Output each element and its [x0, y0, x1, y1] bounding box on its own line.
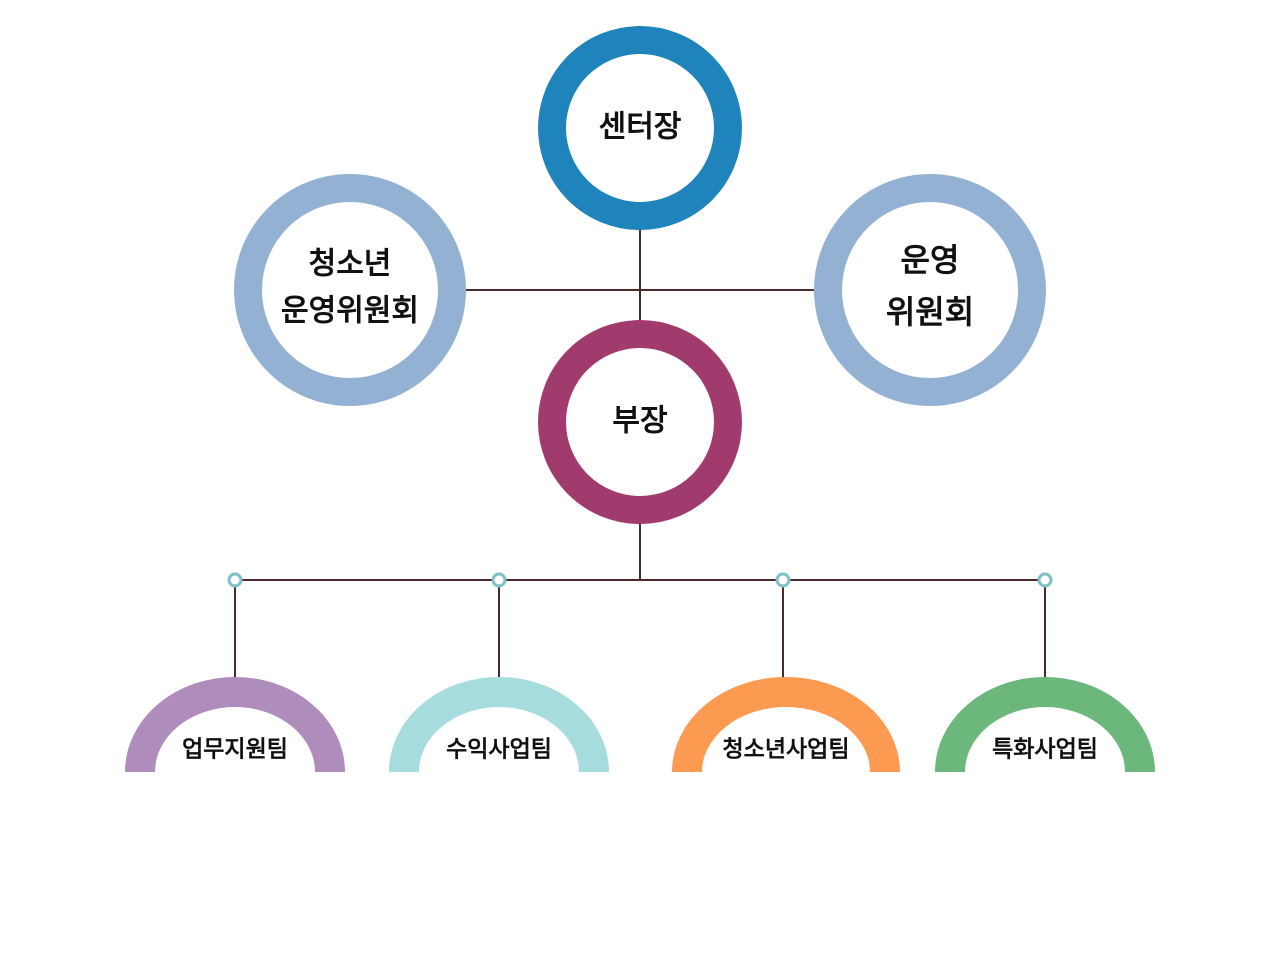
node-ops-committee: 운영 위원회 [814, 174, 1046, 406]
connector-lines [234, 230, 1046, 680]
team-youth-arch [672, 677, 900, 773]
team-admin: 업무지원팀 [125, 677, 345, 773]
ops-committee-label-line1: 운영 [901, 241, 960, 279]
team-youth-label: 청소년사업팀 [723, 737, 850, 763]
connector-dots [227, 572, 1053, 588]
connector-dot [227, 572, 243, 588]
team-youth: 청소년사업팀 [672, 677, 900, 773]
ops-committee-label-line2: 위원회 [886, 293, 974, 331]
node-deputy: 부장 [538, 320, 742, 524]
connector-dot [1037, 572, 1053, 588]
team-profit: 수익사업팀 [389, 677, 609, 773]
connector-dot [775, 572, 791, 588]
deputy-label: 부장 [612, 404, 668, 439]
deputy-ring [538, 320, 742, 524]
node-director: 센터장 [538, 26, 742, 230]
connector-dot [491, 572, 507, 588]
team-profit-arch [389, 677, 609, 773]
node-youth-committee: 청소년 운영위원회 [234, 174, 466, 406]
ops-committee-ring [814, 174, 1046, 406]
director-label: 센터장 [599, 110, 682, 145]
team-profit-label: 수익사업팀 [446, 737, 552, 763]
youth-committee-label-line1: 청소년 [309, 247, 392, 282]
team-special-label: 특화사업팀 [992, 737, 1098, 763]
team-special: 특화사업팀 [935, 677, 1155, 773]
team-admin-label: 업무지원팀 [182, 737, 288, 763]
youth-committee-ring [234, 174, 466, 406]
team-special-arch [935, 677, 1155, 773]
director-ring [538, 26, 742, 230]
team-admin-arch [125, 677, 345, 773]
youth-committee-label-line2: 운영위원회 [281, 294, 419, 329]
